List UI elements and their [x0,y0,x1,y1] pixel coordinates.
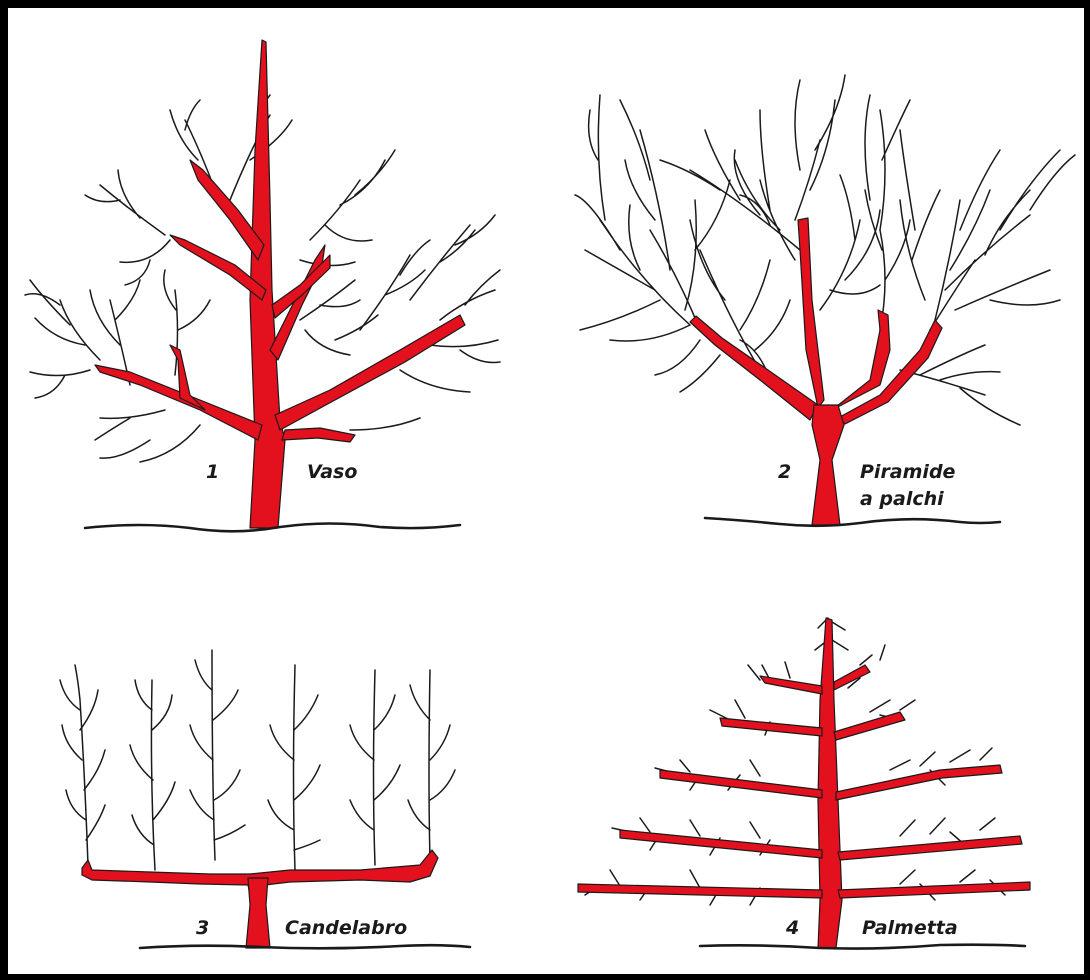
tree-piramide [575,75,1075,526]
panel-number: 3 [196,917,209,939]
piramide-twigs [575,75,1075,425]
panel-number: 1 [206,461,219,483]
tree-palmetta [578,618,1030,949]
panel-name-line-1: Piramide [860,461,956,483]
panel-number: 4 [785,917,799,939]
ground-line [705,518,1000,526]
panel-name-line-2: a palchi [860,488,944,510]
panel-label-3: 3 Candelabro [196,917,407,939]
panel-name: Candelabro [285,917,407,939]
tree-vaso [25,40,500,531]
candelabro-twigs [60,650,455,870]
ground-line [140,945,470,948]
tree-candelabro [60,650,470,948]
ground-line [700,945,1025,949]
panel-name: Palmetta [862,917,958,939]
palmetta-scaffold [578,618,1030,948]
vaso-scaffold [95,40,465,528]
panel-number: 2 [778,461,791,483]
palmetta-twigs [585,618,1005,905]
panel-name: Vaso [307,461,357,483]
panel-label-4: 4 Palmetta [785,917,958,939]
panel-label-2: 2 Piramide a palchi [778,461,956,510]
